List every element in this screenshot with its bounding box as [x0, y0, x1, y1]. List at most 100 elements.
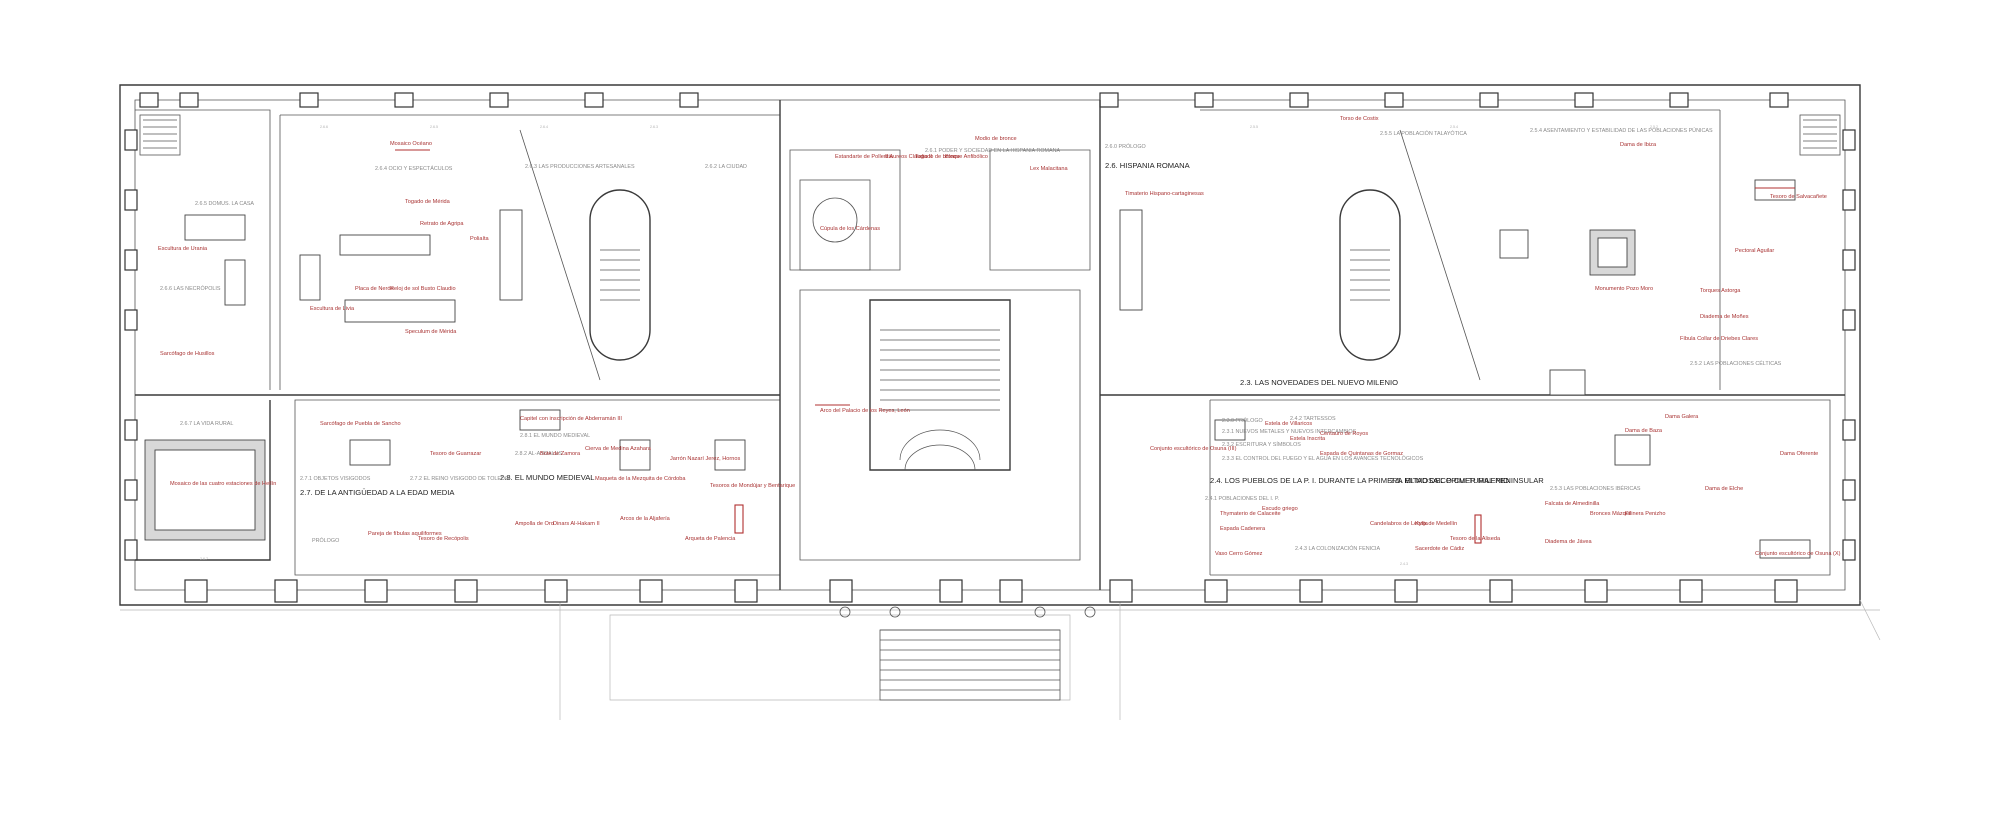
section-headings: 2.6. HISPANIA ROMANA 2.3. LAS NOVEDADES …: [300, 161, 1544, 497]
object-label: Sacerdote de Cádiz: [1415, 546, 1464, 552]
room-number: 2.6.6: [320, 125, 328, 129]
prologue-text: PRÓLOGO: [312, 537, 339, 544]
object-label: Tesoro de la Aliseda: [1450, 536, 1501, 542]
object-label: Cúpula de los Cárdenas: [820, 226, 880, 232]
subsection-label: 2.4.1 POBLACIONES DEL I. P.: [1205, 496, 1279, 502]
object-label: Timaterio Hispano-cartaginesas: [1125, 191, 1204, 197]
subsection-label: 2.5.5 LA POBLACIÓN TALAYÓTICA: [1380, 130, 1467, 137]
object-label: Bote de Zamora: [540, 451, 581, 457]
section-2-3: 2.3. LAS NOVEDADES DEL NUEVO MILENIO: [1240, 378, 1398, 387]
central-staircase: [799, 179, 1061, 701]
object-label: Arco del Palacio de los Reyes, León: [820, 408, 910, 414]
object-label: Torso de Costix: [1340, 116, 1379, 122]
object-label: Tesoros de Mondújar y Bentarique: [710, 483, 795, 489]
object-label: Sarcófago de Husillos: [160, 351, 215, 357]
subsection-label: 2.5.3 LAS POBLACIONES IBÉRICAS: [1550, 485, 1641, 492]
subsection-label: 2.5.2 LAS POBLACIONES CÉLTICAS: [1690, 360, 1782, 367]
subsection-label: 2.6.3 LAS PRODUCCIONES ARTESANALES: [525, 164, 635, 170]
subsection-label: 2.7.2 EL REINO VISIGODO DE TOLEDO: [410, 476, 509, 482]
object-label: Pectoral Aguilar: [1735, 248, 1774, 254]
object-label: Estela Inscrita: [1290, 436, 1326, 442]
object-label: Thymaterio de Calaceite: [1220, 511, 1281, 517]
object-label: Estela de Villaricos: [1265, 421, 1312, 427]
room-number: 2.5.5: [1250, 125, 1258, 129]
object-label: Retrato de Agripa: [420, 221, 464, 227]
object-label: Monumento Pozo Moro: [1595, 286, 1653, 292]
object-label: Dama de Elche: [1705, 486, 1743, 492]
object-label: Pareja de fíbulas aquiliformes: [368, 531, 442, 537]
subsection-label: 2.8.1 EL MUNDO MEDIEVAL: [520, 433, 590, 439]
subsection-label: 2.6.6 LAS NECRÓPOLIS: [160, 285, 221, 292]
object-label: Estandarte de Pollentia: [835, 154, 894, 160]
subsection-label: 2.5.4 ASENTAMIENTO Y ESTABILIDAD DE LAS …: [1530, 127, 1713, 134]
object-label: Conjunto escultórico de Osuna (X): [1755, 551, 1841, 557]
room-number: 2.6.4: [540, 125, 548, 129]
subsection-label: 2.4.3 LA COLONIZACIÓN FENICIA: [1295, 545, 1380, 552]
subsection-labels: 2.6.5 DOMUS. LA CASA 2.6.4 OCIO Y ESPECT…: [160, 127, 1782, 552]
object-label: Pilinera Penizho: [1625, 511, 1665, 517]
object-label: Mosaico de las cuatro estaciones de Hell…: [170, 481, 276, 487]
object-label: Diadema de Jávea: [1545, 539, 1593, 545]
subsection-label: 2.3.1 NUEVOS METALES Y NUEVOS INTERCAMBI…: [1222, 429, 1357, 435]
room-number: 2.6.5: [430, 125, 438, 129]
object-label: Tesoro de Guarrazar: [430, 451, 481, 457]
object-labels: Mosaico Océano Togado de Mérida Retrato …: [158, 116, 1841, 557]
building-outline: [119, 84, 1881, 720]
object-label: Arcos de la Aljafería: [620, 516, 671, 522]
object-label: Sarcófago de Puebla de Sancho: [320, 421, 401, 427]
section-2-5: 2.5. EL MOSAICO CULTURAL PENINSULAR: [1390, 476, 1544, 485]
prologue-label: PRÓLOGO: [312, 537, 339, 544]
section-2-4: 2.4. LOS PUEBLOS DE LA P. I. DURANTE LA …: [1210, 476, 1509, 485]
object-label: Candelabros de Lebrija: [1370, 521, 1429, 527]
object-label: Modio de bronce: [975, 136, 1017, 142]
object-label: Togado de bronce: [915, 154, 960, 160]
object-label: Dama Oferente: [1780, 451, 1818, 457]
subsection-label: 2.8.2 AL-ANDALUS: [515, 451, 562, 457]
subsection-label: 2.6.1 PODER Y SOCIEDAD EN LA HISPANIA RO…: [925, 148, 1061, 154]
object-label: Espada de Quintanas de Gormaz: [1320, 451, 1403, 457]
object-label: Reloj de sol Busto Claudio: [390, 286, 456, 292]
subsection-label: 2.6.4 OCIO Y ESPECTÁCULOS: [375, 165, 453, 172]
object-label: Tesoro de Recópolis: [418, 536, 469, 542]
subsection-label: 2.6.2 LA CIUDAD: [705, 164, 747, 170]
subsection-label: 2.7.1 OBJETOS VISIGODOS: [300, 476, 371, 482]
object-label: Dinars Al-Hakam II: [553, 521, 600, 527]
room-number: 2.5.2: [1650, 125, 1658, 129]
section-2-6: 2.6. HISPANIA ROMANA: [1105, 161, 1191, 170]
room-numbers: 2.6.6 2.6.5 2.6.4 2.6.3 2.5.5 2.5.4 2.5.…: [200, 125, 1658, 566]
room-number: 2.6.3: [650, 125, 658, 129]
oval-stairs: [589, 189, 1401, 361]
object-label: Dama de Ibiza: [1620, 142, 1657, 148]
object-label: Escultura de Urania: [158, 246, 208, 252]
object-label: Mosaico Océano: [390, 141, 432, 147]
room-number: 2.6.7: [200, 557, 208, 561]
object-label: Kylix de Medellín: [1415, 521, 1457, 527]
display-vitrines: [144, 179, 1811, 559]
subsection-label: 2.6.0 PRÓLOGO: [1105, 143, 1146, 150]
object-label: Placa de Nerón: [355, 286, 394, 292]
object-label: Escultura de Livia: [310, 306, 355, 312]
object-label: Tesoro de Salvacañete: [1770, 194, 1827, 200]
object-label: Espada Cadenera: [1220, 526, 1266, 532]
object-label: Fíbula Collar de Driebes Clares: [1680, 336, 1758, 342]
object-label: Poliaíta: [470, 236, 490, 242]
object-label: Maqueta de la Mezquita de Córdoba: [595, 476, 686, 482]
object-label: Arqueta de Palencia: [685, 536, 736, 542]
object-label: Bloque Anfibólico: [945, 154, 988, 160]
object-label: Centauro de Royos: [1320, 431, 1368, 437]
object-label: Conjunto escultórico de Osuna (III): [1150, 446, 1237, 452]
room-partitions: [135, 100, 1845, 590]
subsection-label: 2.3.0 PRÓLOGO: [1222, 417, 1263, 424]
subsection-label: 2.3.2 ESCRITURA Y SÍMBOLOS: [1222, 441, 1301, 448]
object-label: Bronces Mázquil: [1590, 511, 1631, 517]
object-label: Cierva de Medina Azahara: [585, 446, 652, 452]
object-label: Jarrón Nazarí Jerez, Hornos: [670, 456, 740, 462]
red-highlights: [395, 149, 1795, 544]
subsection-label: 2.4.2 TARTESSOS: [1290, 416, 1336, 422]
corner-stairs: [139, 114, 1841, 156]
section-2-7: 2.7. DE LA ANTIGÜEDAD A LA EDAD MEDIA: [300, 488, 455, 497]
object-label: Diadema de Moñes: [1700, 314, 1749, 320]
object-label: Falcata de Almedinilla: [1545, 501, 1600, 507]
subsection-label: 2.3.3 EL CONTROL DEL FUEGO Y EL AGUA EN …: [1222, 455, 1424, 462]
